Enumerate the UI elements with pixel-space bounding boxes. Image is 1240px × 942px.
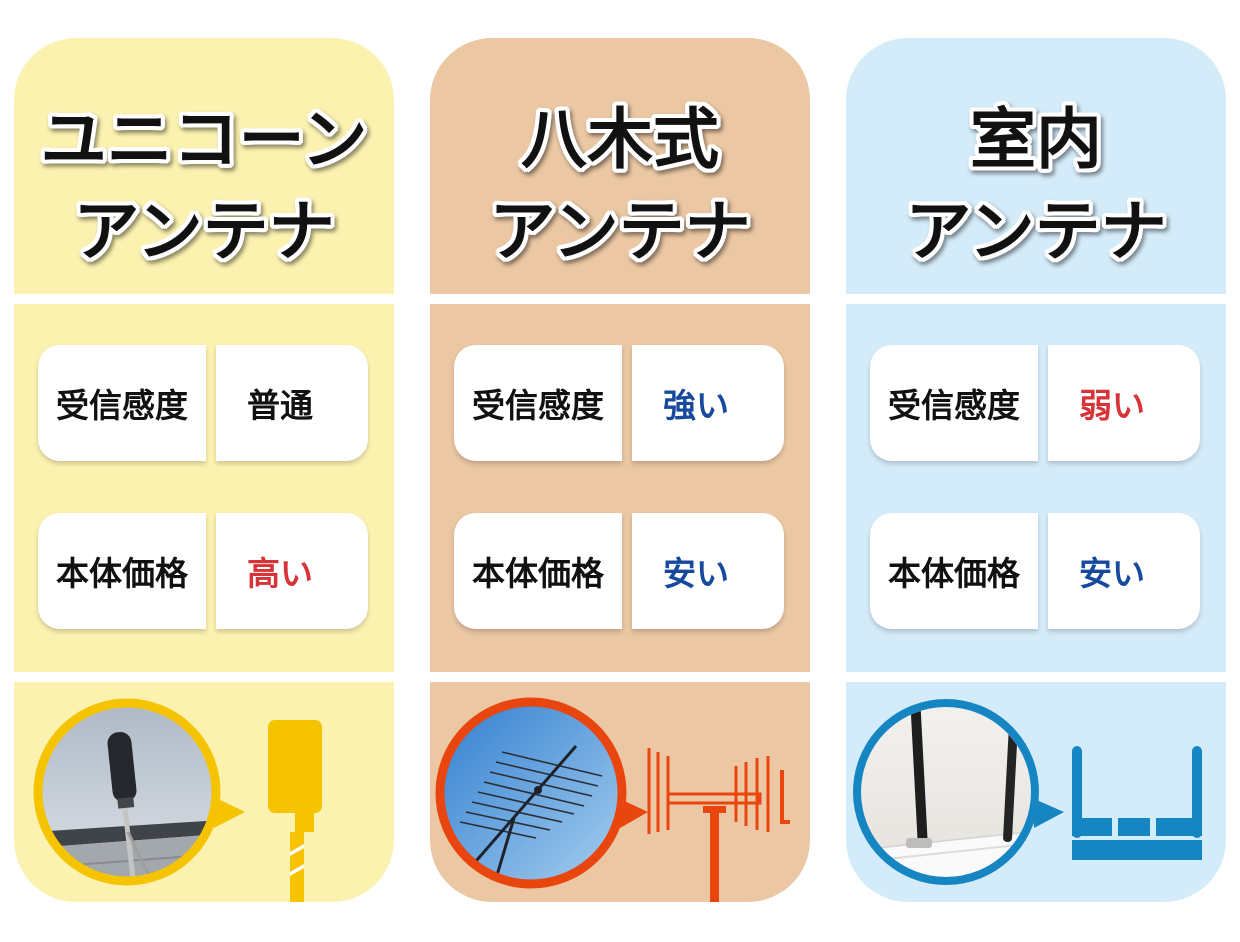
photo-antenna-joint (534, 786, 542, 794)
column-indoor-antenna: 室内 アンテナ 受信感度 弱い 本体価格 安い (846, 0, 1226, 942)
spec-label-reception: 受信感度 (870, 345, 1038, 461)
speech-pointer (1032, 798, 1064, 828)
yagi-antenna-icon (647, 748, 790, 834)
unicorn-antenna-icon (268, 720, 322, 902)
photo-antenna-base-shadow (906, 838, 932, 848)
icon-reflector (780, 770, 790, 824)
photo-antenna-boom (468, 745, 578, 869)
illustration-panel (430, 682, 810, 902)
spec-panel: 受信感度 普通 本体価格 高い (14, 304, 394, 672)
yagi-antenna-photo (444, 706, 618, 880)
photo-element (501, 751, 603, 777)
photo-antenna-body (107, 732, 137, 802)
photo-ring (435, 697, 627, 889)
photo-antenna-brace (126, 831, 154, 878)
photo-antenna-pole (121, 799, 137, 878)
photo-router-antenna-right (1003, 722, 1018, 842)
icon-router-block (1072, 818, 1112, 836)
column-yagi-antenna: 八木式 アンテナ 受信感度 強い 本体価格 安い (430, 0, 810, 942)
title-line-1: ユニコーン (40, 101, 368, 178)
photo-element (459, 821, 537, 839)
spec-label-price: 本体価格 (870, 513, 1038, 629)
spec-label-reception: 受信感度 (454, 345, 622, 461)
bottom-illustration (33, 698, 322, 902)
spec-panel: 受信感度 強い 本体価格 安い (430, 304, 810, 672)
spec-value-price: 安い (632, 513, 784, 629)
icon-router-block (1156, 818, 1202, 836)
title-line-1: 室内 (970, 101, 1102, 178)
spec-panel: 受信感度 弱い 本体価格 安い (846, 304, 1226, 672)
illustration-panel (14, 682, 394, 902)
icon-antenna-right (1192, 746, 1202, 838)
title-line-1: 八木式 (521, 101, 719, 178)
icon-antenna-left (1072, 746, 1082, 838)
photo-element (495, 761, 599, 787)
illustration-panel (846, 682, 1226, 902)
spec-label-reception: 受信感度 (38, 345, 206, 461)
icon-boom (666, 792, 762, 805)
icon-router-base (1072, 840, 1202, 860)
column-unicorn-antenna: ユニコーン アンテナ 受信感度 普通 本体価格 高い (14, 0, 394, 942)
spec-value-price: 高い (216, 513, 368, 629)
bottom-illustration (435, 697, 790, 902)
photo-element (465, 811, 551, 831)
spec-value-price: 安い (1048, 513, 1200, 629)
speech-pointer (618, 798, 648, 828)
spec-label-price: 本体価格 (454, 513, 622, 629)
title-line-2: アンテナ (73, 193, 335, 270)
photo-ring (853, 699, 1039, 885)
icon-antenna-neck (295, 813, 314, 832)
spec-value-reception: 弱い (1048, 345, 1200, 461)
bottom-illustration (853, 699, 1202, 885)
spec-value-reception: 普通 (216, 345, 368, 461)
title-panel: 室内 アンテナ (846, 38, 1226, 294)
title-panel: 八木式 アンテナ (430, 38, 810, 294)
speech-pointer (212, 796, 245, 828)
icon-router-block (1118, 818, 1150, 836)
photo-ring (33, 698, 221, 886)
spec-value-reception: 強い (632, 345, 784, 461)
icon-mast (710, 810, 719, 902)
icon-pole-stripe (290, 864, 304, 876)
icon-antenna-head (268, 720, 322, 813)
title-line-2: アンテナ (905, 193, 1167, 270)
photo-router-antenna-left (910, 707, 928, 846)
title-panel: ユニコーン アンテナ (14, 38, 394, 294)
title-line-2: アンテナ (489, 193, 751, 270)
icon-mast-cap (703, 806, 726, 813)
photo-antenna-base (117, 796, 135, 809)
indoor-antenna-icon (1072, 746, 1202, 860)
icon-pole-stripe (290, 844, 304, 856)
spec-label-price: 本体価格 (38, 513, 206, 629)
